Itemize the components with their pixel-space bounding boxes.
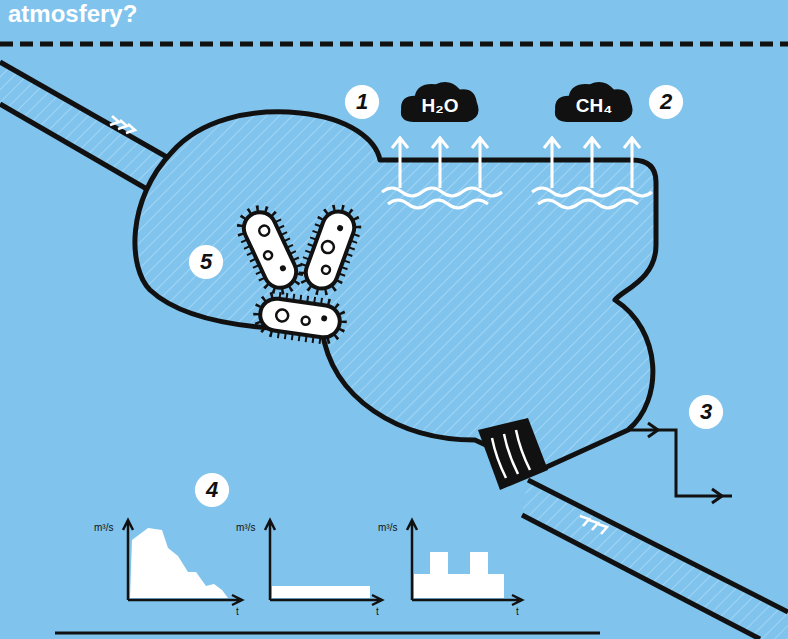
dam-symbol xyxy=(478,418,548,490)
callout-text: 1 xyxy=(356,89,368,115)
callout-text: 3 xyxy=(700,399,712,425)
gas-cloud: CH₄ xyxy=(552,80,636,124)
gas-cloud: H₂O xyxy=(398,80,482,124)
flow-charts xyxy=(123,520,522,605)
callout-number: 1 xyxy=(344,84,380,120)
outflow-pipe xyxy=(522,478,788,639)
title: atmosfery? xyxy=(8,0,137,28)
callout-number: 5 xyxy=(188,244,224,280)
flow-change-arrow xyxy=(628,423,732,503)
emission-arrows xyxy=(392,138,640,188)
dashed-separator xyxy=(0,42,788,47)
axis-label: t xyxy=(516,606,519,617)
callout-number: 3 xyxy=(688,394,724,430)
gas-formula: CH₄ xyxy=(576,95,613,117)
axis-label: m³/s xyxy=(378,522,397,533)
reservoir-outline xyxy=(135,112,656,470)
callout-text: 2 xyxy=(660,89,672,115)
bacteria-symbol xyxy=(239,207,359,339)
water-waves xyxy=(382,188,652,208)
inlet-pipe xyxy=(0,62,170,196)
axis-label: t xyxy=(376,606,379,617)
callout-number: 2 xyxy=(648,84,684,120)
bottom-rule xyxy=(55,632,600,635)
axis-label: m³/s xyxy=(94,522,113,533)
flow-chevrons xyxy=(110,116,135,133)
axis-label: m³/s xyxy=(236,522,255,533)
callout-number: 4 xyxy=(194,472,230,508)
callout-text: 5 xyxy=(200,249,212,275)
axis-label: t xyxy=(236,606,239,617)
gas-formula: H₂O xyxy=(422,95,459,117)
callout-text: 4 xyxy=(206,477,218,503)
